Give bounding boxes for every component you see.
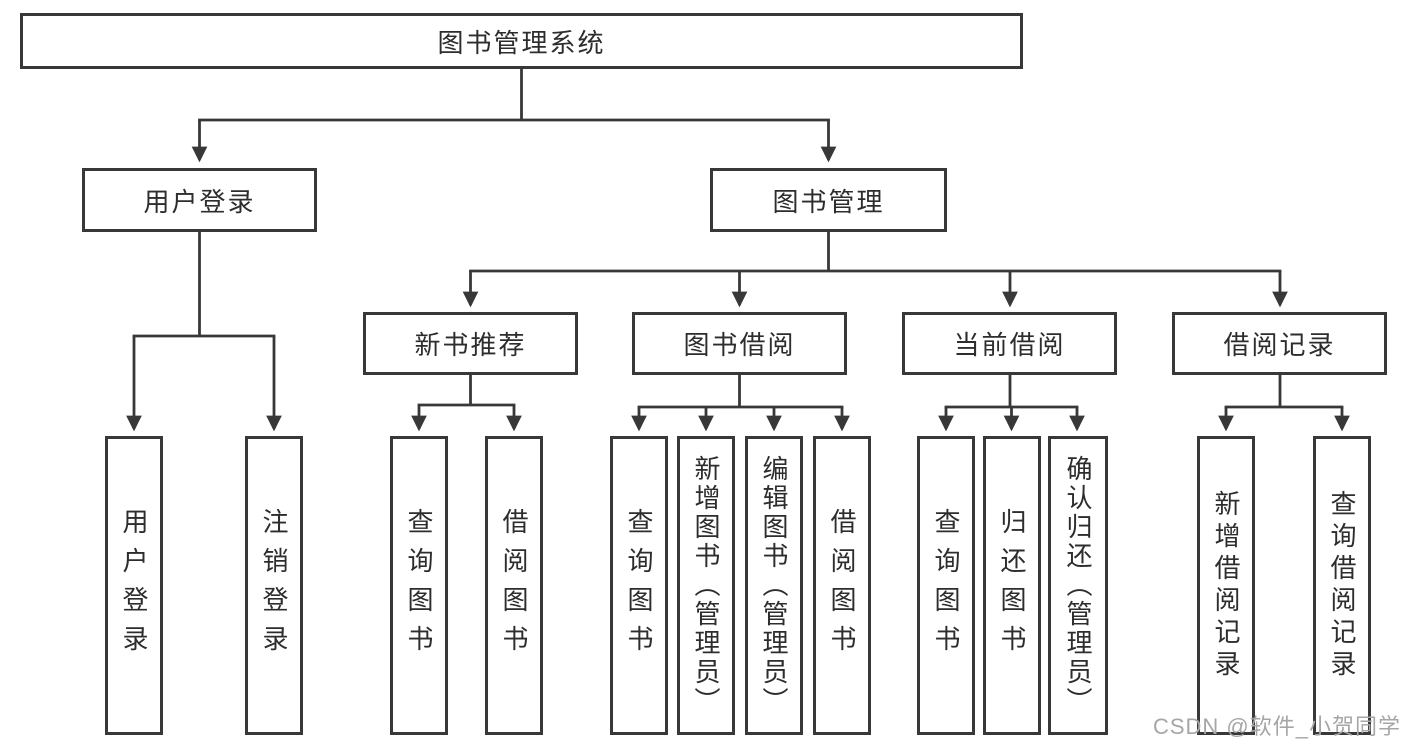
leaf-return-books: 归还图书 [983, 436, 1041, 735]
leaf-edit-books-admin: 编辑图书（管理员） [745, 436, 803, 735]
leaf-query-books-recommend: 查询图书 [390, 436, 448, 735]
leaf-borrow-books-recommend: 借阅图书 [485, 436, 543, 735]
node-current-borrowing: 当前借阅 [902, 312, 1117, 375]
leaf-confirm-return-admin: 确认归还（管理员） [1048, 436, 1108, 735]
leaf-logout: 注销登录 [245, 436, 303, 735]
csdn-watermark: CSDN @软件_小贺同学 [1152, 714, 1401, 739]
node-borrowing-records: 借阅记录 [1172, 312, 1387, 375]
leaf-query-books-borrowing: 查询图书 [610, 436, 668, 735]
node-book-borrowing: 图书借阅 [632, 312, 847, 375]
leaf-add-books-admin: 新增图书（管理员） [677, 436, 735, 735]
node-user-login: 用户登录 [82, 168, 317, 232]
leaf-query-books-current: 查询图书 [917, 436, 975, 735]
leaf-user-login: 用户登录 [105, 436, 163, 735]
node-book-management: 图书管理 [710, 168, 947, 232]
node-new-book-recommend: 新书推荐 [363, 312, 578, 375]
leaf-query-borrow-record: 查询借阅记录 [1313, 436, 1371, 735]
root-node: 图书管理系统 [20, 13, 1023, 69]
leaf-borrow-books-borrowing: 借阅图书 [813, 436, 871, 735]
leaf-add-borrow-record: 新增借阅记录 [1197, 436, 1255, 735]
